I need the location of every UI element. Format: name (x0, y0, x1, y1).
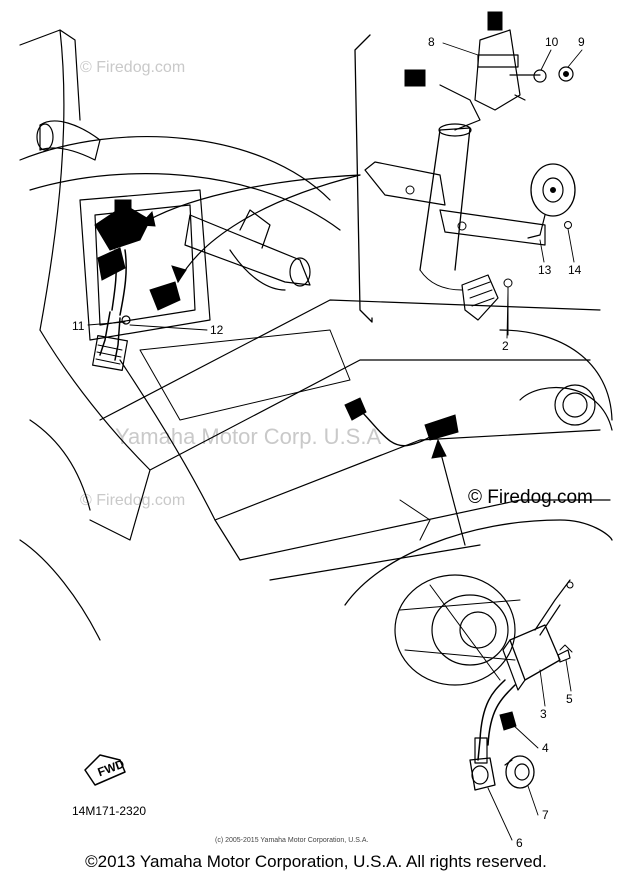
handlebar-wiring (92, 199, 181, 371)
part-number-11: 11 (72, 319, 85, 333)
part-number-10: 10 (545, 35, 559, 49)
watermark-firedog-left: © Firedog.com (80, 492, 185, 509)
part-number-9: 9 (578, 35, 585, 49)
ignition-horn-detail (354, 11, 576, 336)
diagram-code: 14M171-2320 (72, 804, 146, 818)
part-number-6: 6 (516, 836, 523, 850)
lower-detail (344, 519, 613, 791)
fwd-arrow: FWD (84, 754, 127, 786)
part-number-3: 3 (540, 707, 547, 721)
part-number-4: 4 (542, 741, 549, 755)
part-number-labels: 2 3 4 5 6 7 8 9 10 11 12 13 14 (72, 35, 585, 850)
small-copyright: (c) 2005-2015 Yamaha Motor Corporation, … (215, 837, 368, 844)
scooter-body (19, 29, 613, 641)
part-number-7: 7 (542, 808, 549, 822)
part-number-12: 12 (210, 323, 224, 337)
copyright-footer: ©2013 Yamaha Motor Corporation, U.S.A. A… (85, 852, 547, 871)
part-leader-lines (87, 42, 583, 841)
part-number-13: 13 (538, 263, 552, 277)
part-number-5: 5 (566, 692, 573, 706)
middle-harness (344, 397, 459, 447)
part-number-8: 8 (428, 35, 435, 49)
watermark-firedog-top: © Firedog.com (80, 59, 185, 76)
part-number-14: 14 (568, 263, 582, 277)
part-number-2: 2 (502, 339, 509, 353)
fwd-label: FWD (96, 757, 127, 780)
leader-arrows (138, 174, 466, 546)
watermark-firedog-main: © Firedog.com (468, 487, 593, 508)
watermark-yamaha: Yamaha Motor Corp. U.S.A (115, 424, 381, 449)
